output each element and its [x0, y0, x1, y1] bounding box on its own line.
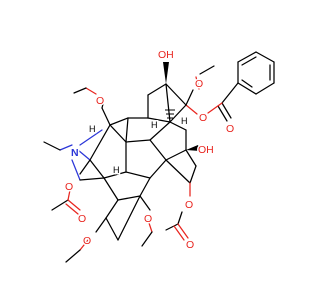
- molecule-structure: OH O O O O O OH O O O O O N H H H H: [43, 48, 275, 263]
- wedge-bond-oh-top: [163, 62, 169, 84]
- hash-bond-h-top: [165, 109, 175, 119]
- wedge-bond-oh-right: [186, 145, 200, 151]
- o-methoxymethyl-label: O: [83, 235, 91, 247]
- oh-top-label: OH: [158, 49, 174, 61]
- o-methoxy-lower-mid-label: O: [144, 213, 152, 225]
- h-stereo-label: H: [113, 165, 120, 175]
- o-carbonyl-benzoyl-label: O: [226, 123, 234, 135]
- central-cage-bonds: [89, 107, 197, 219]
- o-ester-acetyl-right-label: O: [185, 199, 193, 211]
- acetate-right-bonds: [165, 182, 191, 241]
- o-methoxy-upper-left-label: O: [96, 95, 104, 107]
- h-stereo-label: H: [89, 124, 96, 134]
- o-ester-acetyl-left-label: O: [65, 181, 73, 193]
- methoxy-lower-mid-bonds: [139, 195, 153, 247]
- h-stereo-label: H: [181, 116, 188, 126]
- n-amine-label: N: [71, 147, 79, 159]
- oh-right-label: OH: [198, 144, 214, 156]
- o-carbonyl-acetyl-left-label: O: [78, 213, 86, 225]
- acetate-left-bonds: [51, 159, 91, 215]
- benzene-ring: [237, 51, 275, 95]
- o-methoxy-top-right-label: O: [195, 78, 203, 90]
- o-carbonyl-acetyl-right-label: O: [186, 239, 194, 251]
- h-stereo-label: H: [151, 120, 158, 130]
- methoxy-upper-left-bonds: [73, 87, 105, 109]
- benzoyl-ester-bonds: [185, 82, 239, 122]
- upper-ring-bonds: [147, 83, 187, 123]
- amine-ring-bonds: [43, 129, 105, 181]
- o-ester-benzoyl-label: O: [199, 112, 207, 124]
- methoxymethyl-bonds: [65, 195, 141, 263]
- methoxy-top-right-bonds: [185, 65, 215, 106]
